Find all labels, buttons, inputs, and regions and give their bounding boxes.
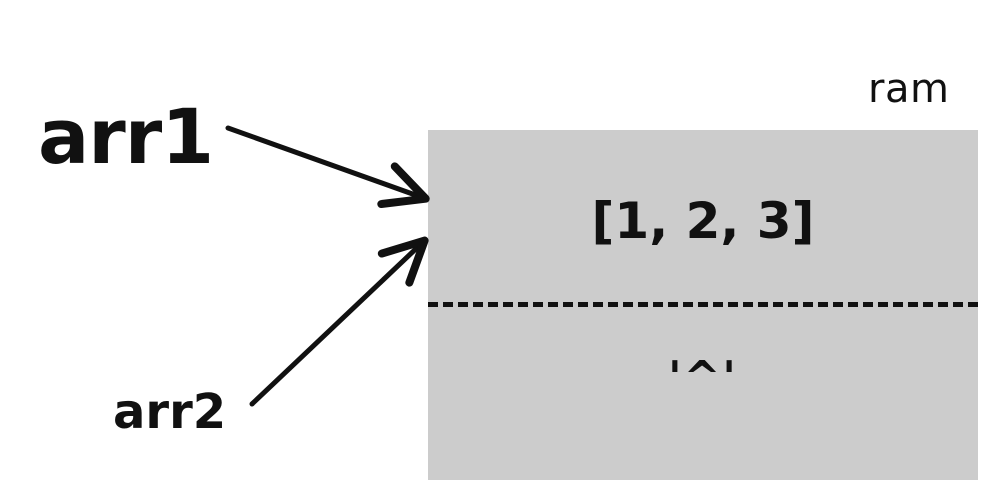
arrow-arr2-to-ram: [249, 236, 429, 407]
arrow-arr1-to-ram: [225, 125, 430, 209]
memory-divider: [428, 302, 978, 307]
variable-arr2: arr2: [113, 384, 227, 440]
terminator-value: '^': [668, 352, 738, 403]
array-value: [1, 2, 3]: [591, 192, 815, 250]
ram-label: ram: [868, 66, 950, 112]
ram-block: [1, 2, 3] '^': [428, 130, 978, 480]
variable-arr1: arr1: [38, 92, 214, 181]
